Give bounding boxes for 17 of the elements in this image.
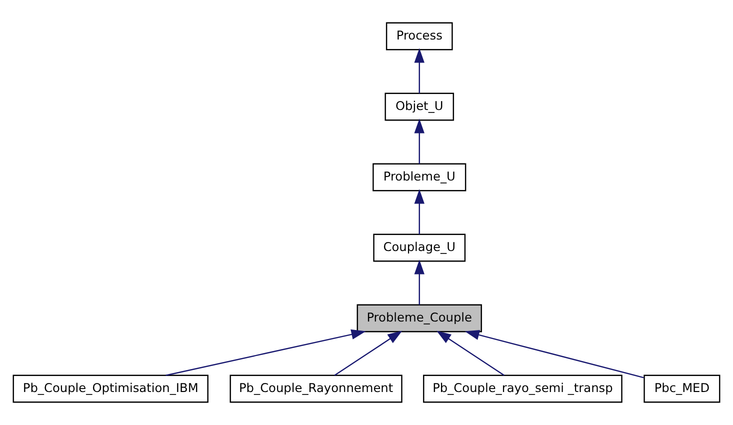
node-box: Couplage_U bbox=[373, 234, 466, 262]
node-box: Pb_Couple_Rayonnement bbox=[230, 374, 402, 403]
arrow bbox=[436, 330, 505, 376]
arrow bbox=[414, 48, 424, 94]
arrow bbox=[166, 329, 366, 376]
arrow bbox=[414, 189, 424, 234]
arrow bbox=[414, 260, 424, 305]
arrow bbox=[464, 330, 644, 378]
node-box: Pb_Couple_Optimisation_IBM bbox=[12, 374, 208, 403]
node-box: Probleme_Couple bbox=[356, 304, 482, 332]
node-box: Objet_U bbox=[384, 92, 454, 121]
arrow bbox=[334, 330, 402, 376]
node-box: Pbc_MED bbox=[644, 374, 720, 403]
node-box: Process bbox=[386, 22, 453, 50]
node-box: Pb_Couple_rayo_semi _transp bbox=[423, 374, 622, 403]
arrow bbox=[414, 118, 424, 164]
node-box: Probleme_U bbox=[372, 163, 466, 192]
